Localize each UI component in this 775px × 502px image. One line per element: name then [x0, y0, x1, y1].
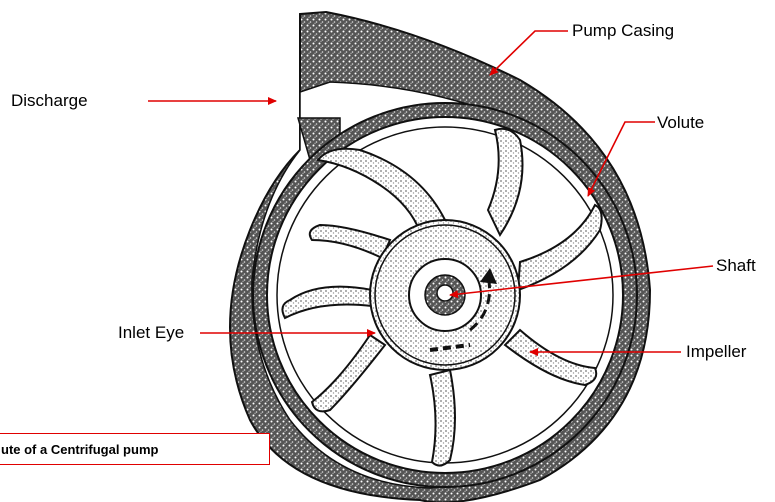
impeller-label: Impeller	[686, 343, 746, 360]
volute-label: Volute	[657, 114, 704, 131]
figure-caption-text: ute of a Centrifugal pump	[1, 442, 158, 457]
shaft-label: Shaft	[716, 257, 756, 274]
pump-casing-label: Pump Casing	[572, 22, 674, 39]
discharge-label: Discharge	[11, 92, 88, 109]
pump-casing-arrow	[490, 31, 568, 75]
impeller	[253, 103, 637, 487]
inlet-eye-label: Inlet Eye	[118, 324, 184, 341]
figure-caption: ute of a Centrifugal pump	[0, 433, 270, 465]
